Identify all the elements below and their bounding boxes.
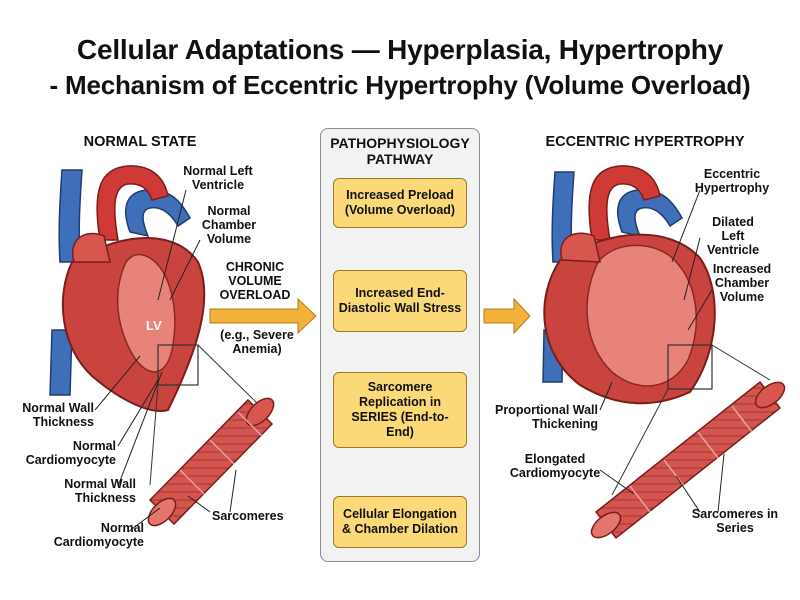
- label-increased-chamber-volume: Increased Chamber Volume: [712, 262, 772, 304]
- normal-pulmonary-artery: [125, 189, 191, 238]
- normal-lv-chamber: [117, 253, 176, 373]
- normal-lv-label: LV: [146, 318, 162, 333]
- diagram-title-line2: - Mechanism of Eccentric Hypertrophy (Vo…: [49, 70, 751, 100]
- eccentric-heart: [542, 165, 716, 405]
- eccentric-pulmonary-artery: [617, 189, 683, 238]
- pathway-step-4: Cellular Elongation & Chamber Dilation: [333, 496, 467, 548]
- eccentric-atrium: [560, 232, 601, 263]
- normal-zoom-box: [157, 344, 199, 386]
- label-normal-left-ventricle: Normal Left Ventricle: [183, 164, 253, 192]
- label-eccentric-hypertrophy: Eccentric Hypertrophy: [694, 167, 770, 195]
- eccentric-cardiomyocyte-cylinder: [590, 380, 786, 540]
- normal-state-heading: NORMAL STATE: [83, 134, 197, 150]
- label-normal-cardiomyocyte-2: Normal Cardiomyocyte: [53, 521, 144, 549]
- label-chronic-volume-overload: CHRONIC VOLUME OVERLOAD: [219, 260, 291, 302]
- normal-heart: [49, 165, 206, 412]
- arrow-to-pathway: [209, 297, 317, 335]
- label-normal-wall-thickness-2: Normal Wall Thickness: [64, 477, 136, 505]
- label-dilated-left-ventricle: Dilated Left Ventricle: [706, 215, 760, 257]
- eccentric-zoom-box: [667, 344, 713, 390]
- normal-aorta: [96, 165, 169, 241]
- normal-cardiomyocyte-cylinder: [147, 397, 275, 527]
- label-sarcomeres: Sarcomeres: [212, 509, 284, 523]
- label-normal-chamber-volume: Normal Chamber Volume: [201, 204, 257, 246]
- pathway-step-1: Increased Preload (Volume Overload): [333, 178, 467, 228]
- pathway-step-2: Increased End-Diastolic Wall Stress: [333, 270, 467, 332]
- label-normal-cardiomyocyte-1: Normal Cardiomyocyte: [25, 439, 116, 467]
- eccentric-hypertrophy-heading: ECCENTRIC HYPERTROPHY: [545, 134, 745, 150]
- normal-atrium: [72, 232, 111, 263]
- pathway-title: PATHOPHYSIOLOGY PATHWAY: [330, 135, 470, 167]
- eccentric-lv-chamber: [586, 244, 697, 387]
- label-sarcomeres-in-series: Sarcomeres in Series: [691, 507, 779, 535]
- label-severe-anemia: (e.g., Severe Anemia): [220, 328, 294, 356]
- diagram-title-line1: Cellular Adaptations — Hyperplasia, Hype…: [76, 34, 724, 65]
- arrow-to-eccentric: [483, 297, 531, 335]
- label-proportional-wall-thickening: Proportional Wall Thickening: [494, 403, 598, 431]
- eccentric-aorta: [588, 165, 661, 241]
- label-elongated-cardiomyocyte: Elongated Cardiomyocyte: [509, 452, 601, 480]
- pathway-step-3: Sarcomere Replication in SERIES (End-to-…: [333, 372, 467, 448]
- label-normal-wall-thickness-1: Normal Wall Thickness: [22, 401, 94, 429]
